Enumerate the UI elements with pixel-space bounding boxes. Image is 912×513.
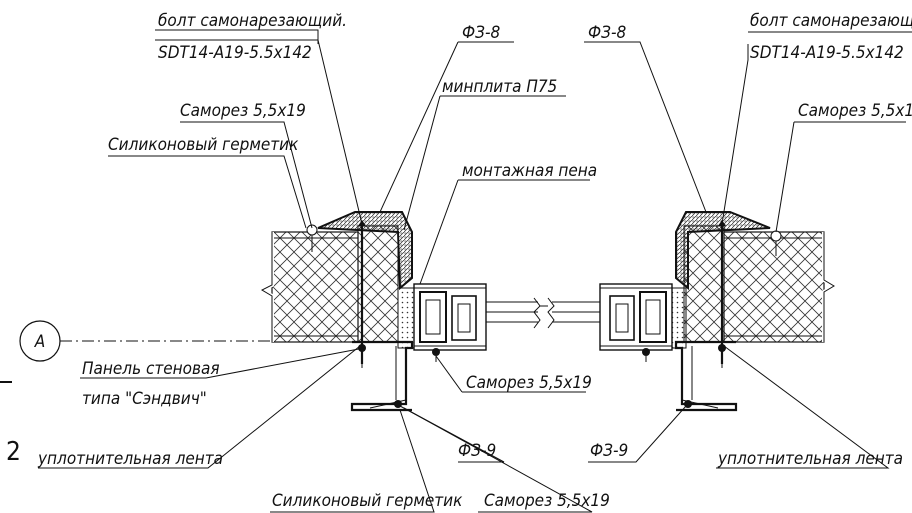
samorez-bottom-label: Саморез 5,5х19 (484, 491, 610, 511)
bolt-right-label-line1: болт самонарезающий. (750, 11, 912, 31)
axis-marker-a: А (19, 320, 272, 362)
axis-marker-label: А (34, 332, 45, 352)
fz9-right-label: ФЗ-9 (590, 441, 628, 461)
left-sandwich-panel (257, 225, 399, 343)
right-top-screw (770, 230, 782, 256)
leader-lines (38, 29, 912, 513)
tape-left-label: уплотнительная лента (37, 449, 223, 469)
right-sandwich-panel (683, 225, 838, 343)
samorez-mid-label: Саморез 5,5х19 (466, 373, 592, 393)
left-top-screw (306, 224, 318, 252)
silicone-bottom-label: Силиконовый герметик (272, 491, 463, 511)
bolt-left-label-line1: болт самонарезающий. (158, 11, 347, 31)
bolt-left-label-line2: SDT14-A19-5.5x142 (158, 43, 312, 63)
samorez-top-right-label: Саморез 5,5х19 (798, 101, 912, 121)
fz8-right-label: ФЗ-8 (588, 23, 626, 43)
right-flashing-fz8 (675, 211, 771, 291)
samorez-top-left-label: Саморез 5,5х19 (180, 101, 306, 121)
fz9-left-label: ФЗ-9 (458, 441, 496, 461)
glazing-unit (486, 297, 600, 329)
panel-label-line2: типа "Сэндвич" (82, 389, 207, 409)
fz8-left-label: ФЗ-8 (462, 23, 500, 43)
silicone-left-label: Силиконовый герметик (108, 135, 299, 155)
left-window-frame (397, 283, 487, 351)
right-bracket-fz9 (674, 340, 738, 412)
miniplita-label: минплита П75 (442, 77, 557, 97)
left-flashing-fz8 (317, 211, 413, 291)
panel-label-line1: Панель стеновая (82, 359, 220, 379)
tape-right-label: уплотнительная лента (717, 449, 903, 469)
right-window-frame (599, 283, 687, 351)
sheet-number: 2 (6, 437, 21, 467)
montazh-pena-label: монтажная пена (462, 161, 597, 181)
bolt-right-label-line2: SDT14-A19-5.5x142 (750, 43, 904, 63)
